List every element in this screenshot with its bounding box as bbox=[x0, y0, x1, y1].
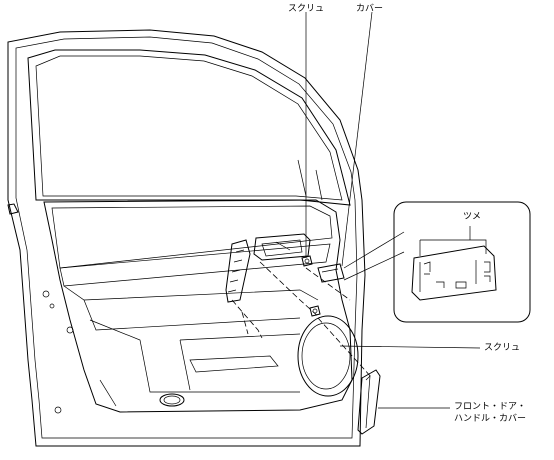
cover-label: カバー bbox=[356, 4, 384, 14]
screw-upper bbox=[301, 255, 313, 267]
assembly-guide-lines bbox=[231, 261, 373, 379]
cover-detail-inset bbox=[343, 201, 531, 323]
screw-top-label: スクリュ bbox=[288, 4, 325, 14]
door-frame bbox=[7, 29, 366, 447]
front-door-handle-cover-label-2: ハンドル・カバー bbox=[454, 414, 527, 424]
screw-right-label: スクリュ bbox=[484, 343, 521, 353]
door-trim-panel bbox=[42, 199, 359, 414]
front-door-handle-cover-label-1: フロント・ドア・ bbox=[454, 402, 527, 412]
screw-lower bbox=[309, 305, 321, 317]
cover-piece bbox=[317, 263, 345, 283]
leader-lines bbox=[305, 11, 481, 409]
tab-label: ツメ bbox=[463, 212, 482, 222]
